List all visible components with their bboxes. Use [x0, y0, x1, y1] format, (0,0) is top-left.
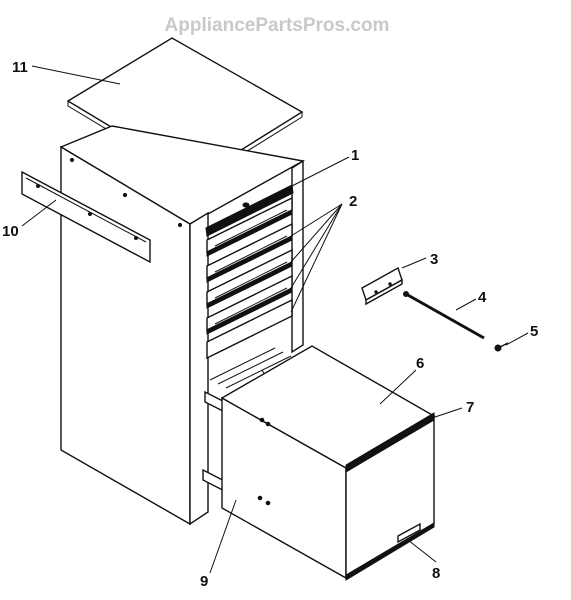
callout-1: 1	[351, 147, 359, 164]
watermark-text: AppliancePartsPros.com	[165, 15, 390, 36]
callout-6: 6	[416, 355, 424, 372]
small-bracket-part	[361, 266, 403, 306]
callout-9: 9	[200, 573, 208, 590]
cabinet-body	[59, 125, 306, 526]
rod-part	[403, 291, 485, 340]
drawer-part	[202, 345, 436, 581]
callout-3: 3	[430, 251, 438, 268]
side-bracket-part	[21, 170, 151, 264]
screw-part	[494, 342, 509, 352]
leader-lines	[21, 65, 529, 574]
callout-5: 5	[530, 323, 538, 340]
callout-11: 11	[12, 59, 28, 76]
callout-8: 8	[432, 565, 440, 582]
callout-10: 10	[2, 223, 19, 240]
drawer-rails	[205, 184, 300, 393]
callout-4: 4	[478, 289, 487, 306]
callout-7: 7	[466, 399, 474, 416]
callout-2: 2	[349, 193, 357, 210]
callout-labels: 11 1 2 3 4 5 6 7 8 9 10	[2, 59, 538, 590]
